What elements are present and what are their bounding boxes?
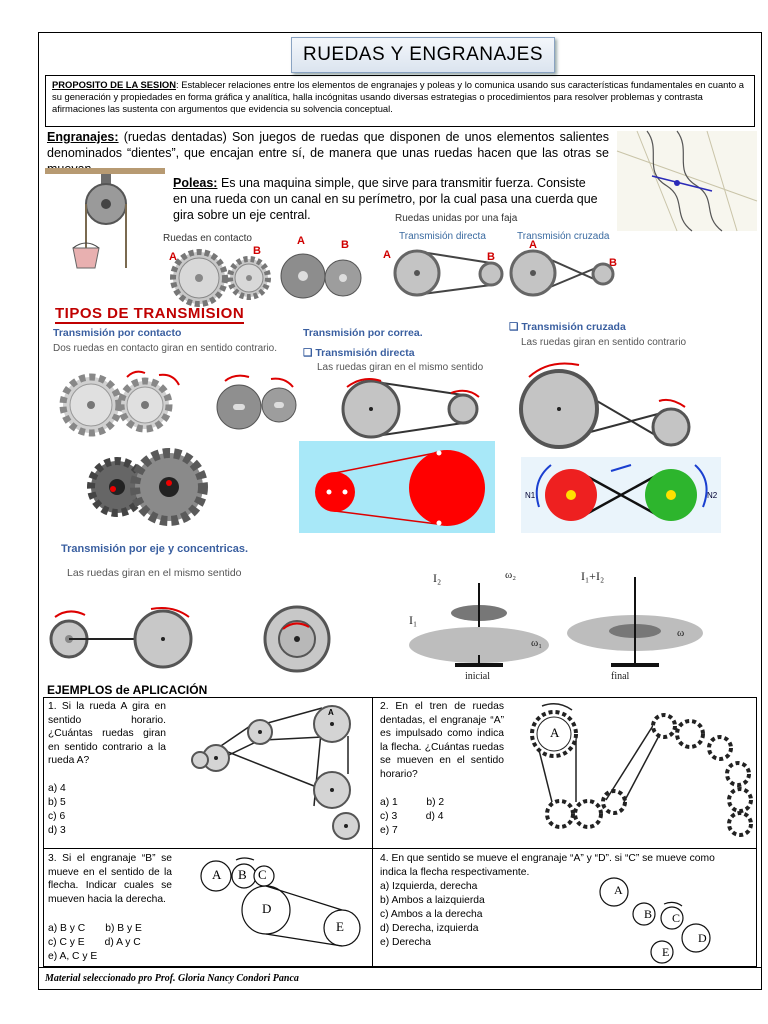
question-3-options-row2[interactable]: c) C y E d) A y C [48,937,141,948]
footer-credit: Material seleccionado pro Prof. Gloria N… [45,973,299,984]
poleas-label: Poleas: [173,176,218,190]
question-3-option-e[interactable]: e) A, C y E [48,951,98,962]
n1-label: N1 [525,491,536,500]
purpose-box: PROPOSITO DE LA SESION: Establecer relac… [45,75,755,127]
i2-label: I₂ [433,571,442,585]
question-1-text: 1. Si la rueda A gira en sentido horario… [48,701,166,767]
cruzada-sub: Las ruedas giran en sentido contrario [521,337,687,348]
label-b-4: B [609,257,617,269]
question-4-gears-diagram [599,877,711,964]
pulley-bucket-image [45,168,165,269]
worksheet-page: RUEDAS Y ENGRANAJES PROPOSITO DE LA SESI… [38,32,762,990]
question-3-label-d: D [262,901,272,916]
concentric-wheels-image [263,605,331,673]
question-2-gear-train-diagram [530,703,753,837]
inicial-label: inicial [465,671,490,682]
question-1-option-a[interactable]: a) 4 [48,783,66,794]
purpose-label: PROPOSITO DE LA SESION [52,79,176,90]
n2-label: N2 [707,491,718,500]
question-2-option-e[interactable]: e) 7 [380,825,398,836]
question-1-option-b[interactable]: b) 5 [48,797,66,808]
question-3-text: 3. Si el engranaje “B” se mueve en el se… [48,853,172,905]
trans-cruzada-label: Transmisión cruzada [517,231,610,242]
question-2-text: 2. En el tren de ruedas dentadas, el eng… [380,701,504,780]
w1-label: ω₁ [531,637,543,649]
question-2-options-row2[interactable]: c) 3 d) 4 [380,811,444,822]
engranajes-text: (ruedas dentadas) Son juegos de ruedas q… [47,130,609,176]
engranajes-label: Engranajes: [47,130,119,144]
question-2-label-a: A [550,725,560,740]
footer-divider [39,967,761,968]
poleas-definition: Poleas: Es una maquina simple, que sirve… [173,175,601,223]
direct-belt-image [341,378,480,439]
page-title: RUEDAS Y ENGRANAJES [291,37,555,73]
question-3-wheels-diagram [200,857,361,947]
eje-label: Transmisión por eje y concentricas. [61,543,249,555]
grid-divider-horizontal [44,848,756,849]
final-label: final [611,671,630,682]
purpose-text: : Establecer relaciones entre los elemen… [52,79,745,114]
label-b-2: B [341,239,349,251]
ejemplos-title: EJEMPLOS de APLICACIÓN [47,683,208,697]
ruedas-contacto-label: Ruedas en contacto [163,233,252,244]
poleas-text: Es una maquina simple, que sirve para tr… [173,176,598,222]
red-belt-image [299,441,495,533]
smooth-wheels-contact-image [280,253,362,299]
question-4-text: 4. En que sentido se mueve el engranaje … [380,853,715,878]
question-4-label-d: D [698,931,707,945]
label-a-3: A [383,249,391,261]
question-4-option-c[interactable]: c) Ambos a la derecha [380,909,483,920]
gear-teeth-detail-image [616,130,758,232]
question-4-label-a: A [614,883,623,897]
question-3-options-row1[interactable]: a) B y C b) B y E [48,923,142,934]
label-a-2: A [297,235,305,247]
question-1-option-c[interactable]: c) 6 [48,811,66,822]
exercises-grid: 1. Si la rueda A gira en sentido horario… [43,697,757,967]
question-4-option-e[interactable]: e) Derecha [380,937,431,948]
red-green-crossed-image [521,457,721,533]
crossed-belt-image [519,362,691,449]
question-1-option-d[interactable]: d) 3 [48,825,66,836]
question-3-label-a: A [212,867,222,882]
question-4-label-c: C [672,911,681,925]
3d-gears-image [87,448,208,526]
question-3-label-e: E [336,919,344,934]
engranajes-definition: Engranajes: (ruedas dentadas) Son juegos… [47,129,609,177]
contacto-sub: Dos ruedas en contacto giran en sentido … [53,343,278,354]
question-4-option-a[interactable]: a) Izquierda, derecha [380,881,478,892]
contacto-label: Transmisión por contacto [53,327,182,339]
question-1-label-a: A [328,708,334,717]
directa-sub: Las ruedas giran en el mismo sentido [317,362,484,373]
correa-label: Transmisión por correa. [303,327,423,339]
question-4-option-d[interactable]: d) Derecha, izquierda [380,923,479,934]
w2-label: ω₂ [505,569,517,581]
label-b-1: B [253,245,261,257]
question-3-label-b: B [238,867,247,882]
ruedas-faja-label: Ruedas unidas por una faja [395,213,518,224]
label-a-4: A [529,239,537,251]
grid-divider-vertical [372,698,373,966]
tipos-title: TIPOS DE TRANSMISION [55,305,245,324]
shaft-wheels-image [49,607,193,669]
question-2-options-row1[interactable]: a) 1 b) 2 [380,797,445,808]
inertia-disks-image [409,577,703,667]
label-b-3: B [487,251,495,263]
i1-label: I₁ [409,613,418,627]
question-3-label-c: C [258,867,267,882]
gears-contact-image [170,249,271,307]
belt-pulleys-image [393,249,615,297]
eje-sub: Las ruedas giran en el mismo sentido [67,567,242,579]
w-label: ω [677,627,685,639]
directa-label: ❑ Transmisión directa [303,347,415,359]
i1i2-label: I₁+I₂ [581,569,605,583]
label-a-1: A [169,251,177,263]
question-4-option-b[interactable]: b) Ambos a laizquierda [380,895,485,906]
trans-directa-label: Transmisión directa [399,231,486,242]
question-4-label-b: B [644,907,653,921]
contact-gears-row [59,370,297,437]
cruzada-label: ❑ Transmisión cruzada [509,321,626,333]
question-1-pulleys-diagram [191,705,360,840]
question-4-label-e: E [662,945,670,959]
